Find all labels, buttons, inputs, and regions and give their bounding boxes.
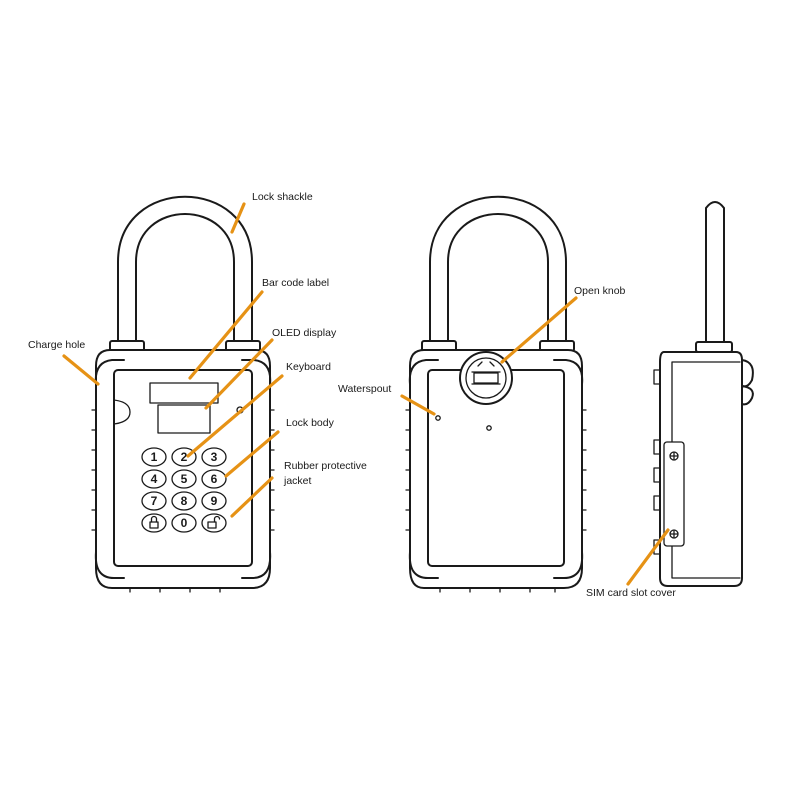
back-center-hole [486, 425, 492, 431]
front-bumper-bottom-right [241, 551, 272, 579]
key-0: 0 [171, 513, 197, 533]
key-1: 1 [141, 447, 167, 467]
sim-card-slot-cover [663, 441, 685, 547]
lock-closed-icon [149, 515, 159, 529]
svg-text:9: 9 [211, 494, 218, 508]
key-7: 7 [141, 491, 167, 511]
waterspout-hole [435, 415, 441, 421]
keypad: 1 2 3 4 5 6 7 8 9 0 [141, 447, 227, 533]
svg-text:5: 5 [181, 472, 188, 486]
leader-bar-code-label [188, 290, 264, 380]
label-bar-code-label: Bar code label [262, 277, 329, 289]
label-oled-display: OLED display [272, 327, 337, 339]
svg-text:1: 1 [151, 450, 158, 464]
label-open-knob: Open knob [574, 285, 626, 297]
leader-sim-card-slot-cover [626, 528, 670, 586]
side-bump-top [741, 359, 754, 388]
leader-lock-shackle [230, 202, 246, 234]
svg-text:2: 2 [181, 450, 188, 464]
key-lock [141, 513, 167, 533]
leader-open-knob [500, 296, 578, 364]
svg-text:6: 6 [211, 472, 218, 486]
label-lock-body: Lock body [286, 417, 335, 429]
front-side-ridges [91, 409, 275, 593]
back-bumper-bottom-right [553, 551, 584, 579]
key-8: 8 [171, 491, 197, 511]
front-view: 1 2 3 4 5 6 7 8 9 0 [91, 195, 275, 593]
leader-charge-hole [62, 354, 100, 386]
open-knob [459, 351, 513, 405]
svg-text:0: 0 [181, 516, 188, 530]
leader-waterspout [400, 394, 436, 416]
label-rubber-jacket-line1: Rubber protective [284, 460, 367, 472]
front-shackle [117, 195, 253, 351]
side-bump-top-2 [741, 385, 754, 406]
key-2: 2 [171, 447, 197, 467]
leader-rubber-jacket [230, 476, 274, 518]
svg-text:3: 3 [211, 450, 218, 464]
svg-text:7: 7 [151, 494, 158, 508]
key-9: 9 [201, 491, 227, 511]
label-rubber-jacket-line2: jacket [283, 475, 312, 487]
sim-cover-screw-bottom [669, 529, 679, 539]
back-view [405, 195, 587, 593]
sim-cover-screw-top [669, 451, 679, 461]
label-keyboard: Keyboard [286, 361, 331, 373]
key-3: 3 [201, 447, 227, 467]
front-bumper-top-left [94, 359, 125, 385]
svg-text:4: 4 [151, 472, 158, 486]
svg-text:8: 8 [181, 494, 188, 508]
label-lock-shackle: Lock shackle [252, 191, 313, 203]
back-shackle [429, 195, 567, 351]
leader-oled-display [204, 338, 274, 410]
label-charge-hole: Charge hole [28, 339, 85, 351]
label-sim-card-slot-cover: SIM card slot cover [586, 587, 676, 599]
leader-lock-body [224, 430, 280, 478]
bar-code-label [149, 382, 219, 404]
labels: Lock shackle Bar code label OLED display… [28, 191, 676, 599]
key-4: 4 [141, 469, 167, 489]
back-bumper-top-left [408, 359, 439, 385]
back-bumper-top-right [553, 359, 584, 385]
back-bumper-bottom-left [408, 551, 439, 579]
back-side-ridges [405, 409, 587, 593]
front-body-notch [113, 399, 131, 425]
oled-display [157, 404, 211, 434]
key-unlock [201, 513, 227, 533]
key-5: 5 [171, 469, 197, 489]
side-shackle [705, 201, 725, 351]
label-waterspout: Waterspout [338, 383, 391, 395]
side-shackle-collar [695, 341, 733, 353]
side-view [653, 201, 754, 587]
front-bumper-bottom-left [94, 551, 125, 579]
lock-open-icon [207, 515, 221, 529]
leader-lines [62, 202, 670, 586]
leader-keyboard [186, 374, 284, 458]
key-6: 6 [201, 469, 227, 489]
